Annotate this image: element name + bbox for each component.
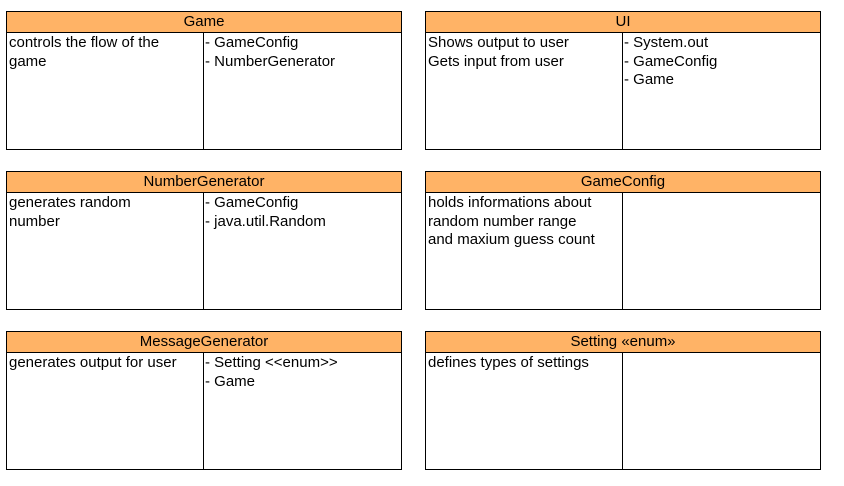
responsibility-line: game [9, 52, 47, 70]
responsibilities: generates output for user [7, 353, 204, 469]
card-title: GameConfig [426, 172, 820, 193]
responsibility-line: generates output for user [9, 354, 177, 371]
responsibility-line: and maxium guess count [428, 231, 595, 248]
crc-card-number-generator: NumberGenerator generates random number … [6, 171, 402, 310]
card-title: NumberGenerator [7, 172, 401, 193]
card-title: UI [426, 12, 820, 33]
responsibilities: holds informations about random number r… [426, 193, 623, 309]
responsibilities: Shows output to user Gets input from use… [426, 33, 623, 149]
card-body: Shows output to user Gets input from use… [426, 33, 820, 149]
responsibility-line: holds informations about [428, 194, 592, 211]
responsibilities: generates random number [7, 193, 204, 309]
card-title: Setting «enum» [426, 332, 820, 353]
collaborators [623, 353, 820, 469]
responsibility-line: controls the flow of the [9, 34, 160, 51]
collaborator-item: - Game [205, 372, 256, 390]
responsibility-line: generates random [9, 194, 131, 211]
responsibilities: defines types of settings [426, 353, 623, 469]
card-body: generates random number - GameConfig - j… [7, 193, 401, 309]
crc-card-message-generator: MessageGenerator generates output for us… [6, 331, 402, 470]
collaborator-item: - java.util.Random [205, 212, 326, 230]
crc-card-ui: UI Shows output to user Gets input from … [425, 11, 821, 150]
collaborator-item: - Setting <<enum>> [205, 354, 338, 371]
collaborator-item: - GameConfig [624, 52, 718, 70]
collaborators: - System.out - GameConfig - Game [623, 33, 820, 149]
card-body: generates output for user - Setting <<en… [7, 353, 401, 469]
collaborator-item: - Game [624, 71, 675, 88]
responsibility-line: Shows output to user [428, 34, 569, 51]
collaborator-item: - GameConfig [205, 194, 299, 211]
crc-card-game-config: GameConfig holds informations about rand… [425, 171, 821, 310]
responsibility-line: number [9, 212, 60, 230]
card-body: controls the flow of the game - GameConf… [7, 33, 401, 149]
collaborator-item: - GameConfig [205, 34, 299, 51]
card-body: defines types of settings [426, 353, 820, 469]
collaborators [623, 193, 820, 309]
card-title: MessageGenerator [7, 332, 401, 353]
responsibilities: controls the flow of the game [7, 33, 204, 149]
card-body: holds informations about random number r… [426, 193, 820, 309]
responsibility-line: random number range [428, 212, 577, 230]
collaborator-item: - NumberGenerator [205, 52, 336, 70]
collaborators: - Setting <<enum>> - Game [204, 353, 401, 469]
collaborators: - GameConfig - NumberGenerator [204, 33, 401, 149]
collaborator-item: - System.out [624, 34, 709, 51]
responsibility-line: Gets input from user [428, 52, 564, 70]
collaborators: - GameConfig - java.util.Random [204, 193, 401, 309]
crc-card-setting-enum: Setting «enum» defines types of settings [425, 331, 821, 470]
responsibility-line: defines types of settings [428, 354, 589, 371]
card-title: Game [7, 12, 401, 33]
crc-card-game: Game controls the flow of the game - Gam… [6, 11, 402, 150]
